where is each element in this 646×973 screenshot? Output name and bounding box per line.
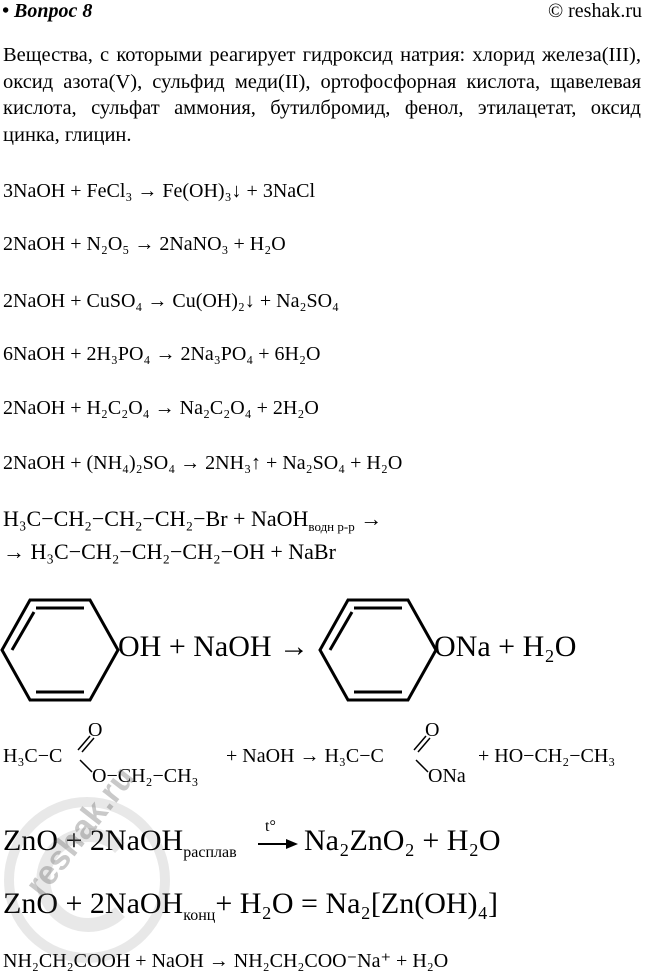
question-title: • Вопрос 8 [2, 0, 93, 22]
ester-lhs-ether: O−CH₂−CH₃ [92, 765, 199, 787]
equation-glycine: NH₂CH₂COOH + NaOH → NH₂CH₂COO⁻Na⁺ + H₂O [3, 950, 449, 972]
equation-zno-conc: ZnO + 2NaOHконц+ H₂O = Na₂[Zn(OH)₄] [3, 887, 498, 925]
site-credit: © reshak.ru [547, 0, 642, 22]
zno-conc-condition: конц [183, 907, 216, 924]
equation-h3po4: 6NaOH + 2H₃PO₄ → 2Na₃PO₄ + 6H₂O [3, 343, 321, 365]
ester-lhs-carbon: H₃C−C [3, 745, 63, 767]
zno-conc-start: ZnO + 2NaOH [3, 887, 184, 920]
zno-melt-start: ZnO + 2NaOH [3, 824, 184, 857]
phenol-lhs: OH + NaOH → [118, 630, 310, 663]
ester-rhs-o-top: O [425, 719, 440, 741]
watermark-copyright-icon [4, 797, 170, 963]
equation-butylbromide-line1: H₃C−CH₂−CH₂−CH₂−Br + NaOHводн р-р → [3, 506, 382, 535]
butyl-arrow: → [354, 506, 383, 531]
equation-fecl3: 3NaOH + FeCl₃ → Fe(OH)₃↓ + 3NaCl [3, 180, 316, 202]
phenol-rhs: ONa + H₂O [434, 630, 577, 663]
zno-melt-condition: расплав [183, 844, 237, 861]
equation-oxalic: 2NaOH + H₂C₂O₄ → Na₂C₂O₄ + 2H₂O [3, 397, 319, 419]
equation-ammonium-sulfate: 2NaOH + (NH₄)₂SO₄ → 2NH₃↑ + Na₂SO₄ + H₂O [3, 452, 403, 474]
zno-temp-label: t° [265, 818, 276, 835]
zno-arrow [258, 839, 298, 849]
benzene-ring-right [318, 598, 438, 702]
ester-tail: + HO−CH₂−CH₃ [478, 745, 616, 767]
intro-text: Вещества, с которыми реагирует гидроксид… [3, 44, 641, 146]
equation-zno-melt: ZnO + 2NaOHрасплав [3, 824, 237, 862]
equation-butylbromide-line2: → H₃C−CH₂−CH₂−CH₂−OH + NaBr [3, 539, 336, 564]
zno-conc-end: + H₂O = Na₂[Zn(OH)₄] [215, 887, 498, 920]
butyl-reactants: H₃C−CH₂−CH₂−CH₂−Br + NaOH [3, 506, 309, 531]
benzene-ring-left [0, 598, 120, 702]
ester-lhs-o-top: O [88, 719, 103, 741]
page-header: • Вопрос 8 © reshak.ru [0, 0, 646, 24]
equation-n2o5: 2NaOH + N₂O₅ → 2NaNO₃ + H₂O [3, 233, 286, 255]
ester-rhs-ona: ONa [428, 765, 466, 787]
zno-melt-products: Na₂ZnO₂ + H₂O [304, 824, 501, 857]
ester-rhs-bonds [413, 735, 431, 773]
ester-lhs-bonds [77, 735, 95, 773]
ester-mid: + NaOH → H₃C−C [226, 745, 384, 767]
butyl-condition: водн р-р [308, 519, 355, 534]
equation-cuso4: 2NaOH + CuSO₄ → Cu(OH)₂↓ + Na₂SO₄ [3, 290, 339, 312]
